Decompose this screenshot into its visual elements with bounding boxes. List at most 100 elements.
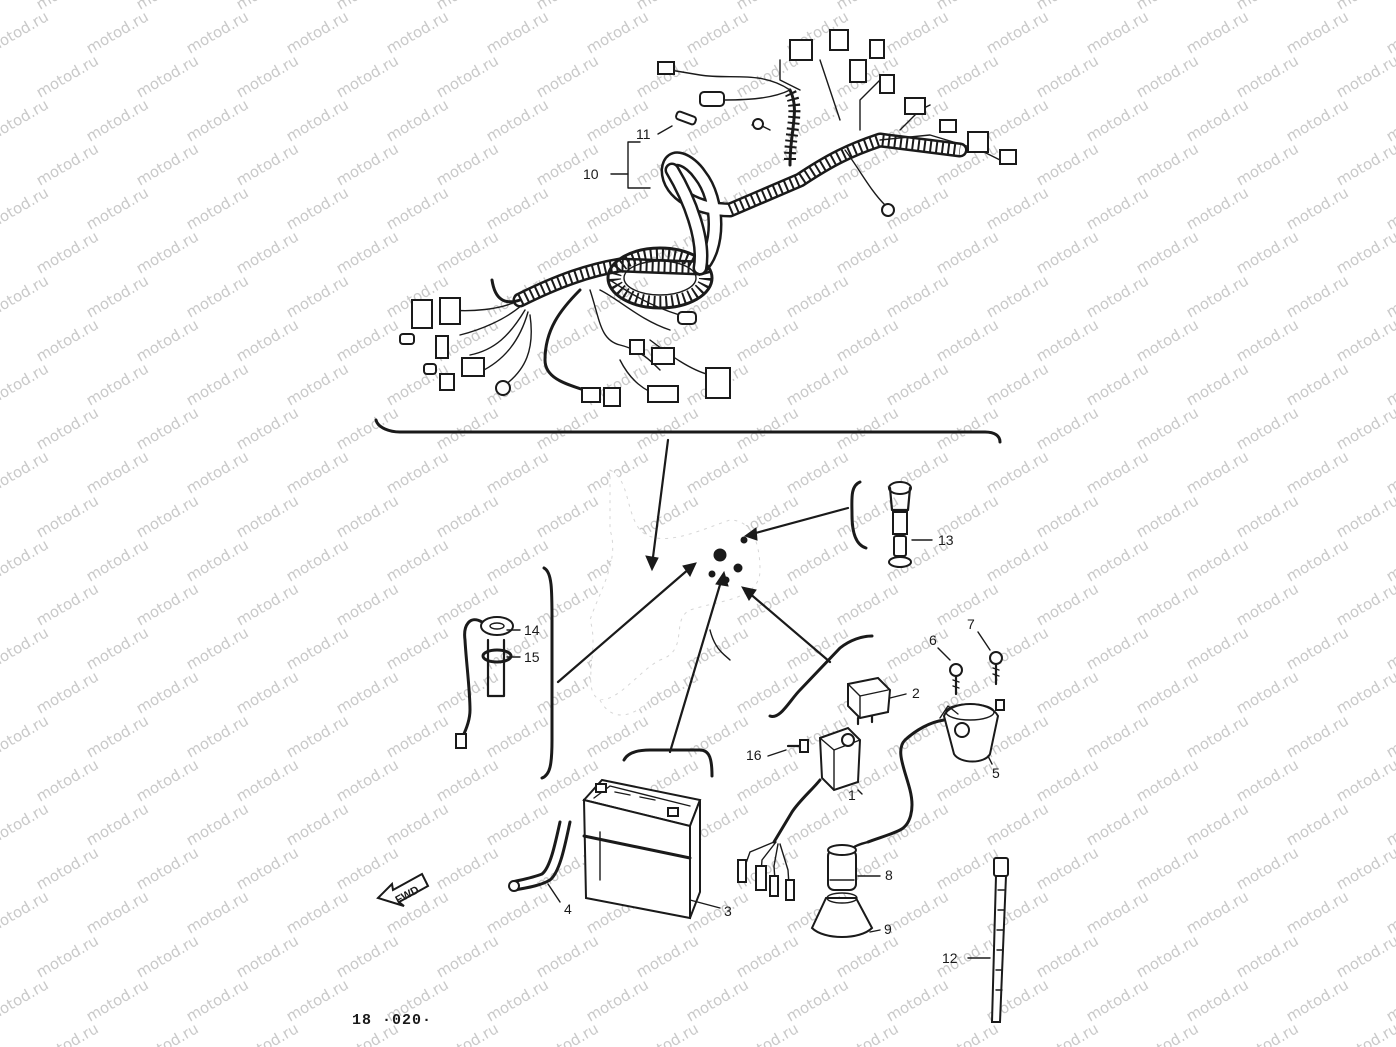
watermark-text: motod.ru <box>0 403 2 453</box>
watermark-text: motod.ru <box>733 755 802 805</box>
watermark-text: motod.ru <box>883 359 952 409</box>
watermark-text: motod.ru <box>1133 315 1202 365</box>
watermark-text: motod.ru <box>1033 227 1102 277</box>
watermark-text: motod.ru <box>583 711 652 761</box>
watermark-text: motod.ru <box>33 491 102 541</box>
watermark-text: motod.ru <box>433 227 502 277</box>
watermark-text: motod.ru <box>83 95 152 145</box>
level-sensor[interactable] <box>455 616 514 749</box>
watermark-text: motod.ru <box>33 315 102 365</box>
fuse[interactable] <box>675 110 697 126</box>
watermark-text: motod.ru <box>433 1019 502 1047</box>
watermark-text: motod.ru <box>1083 95 1152 145</box>
watermark-text: motod.ru <box>233 403 302 453</box>
bolt-7[interactable] <box>989 651 1003 686</box>
watermark-text: motod.ru <box>183 535 252 585</box>
watermark-text: motod.ru <box>33 139 102 189</box>
watermark-text: motod.ru <box>1333 667 1396 717</box>
breather-hose[interactable] <box>508 820 572 892</box>
watermark-text: motod.ru <box>233 227 302 277</box>
watermark-text: motod.ru <box>283 359 352 409</box>
watermark-text: motod.ru <box>233 843 302 893</box>
callout-12: 12 <box>942 950 958 966</box>
watermark-text: motod.ru <box>733 227 802 277</box>
watermark-text: motod.ru <box>833 931 902 981</box>
watermark-text: motod.ru <box>383 623 452 673</box>
watermark-text: motod.ru <box>83 359 152 409</box>
watermark-text: motod.ru <box>333 755 402 805</box>
watermark-text: motod.ru <box>133 755 202 805</box>
watermark-text: motod.ru <box>233 931 302 981</box>
watermark-text: motod.ru <box>883 887 952 937</box>
watermark-text: motod.ru <box>1333 491 1396 541</box>
watermark-text: motod.ru <box>383 799 452 849</box>
watermark-text: motod.ru <box>1133 403 1202 453</box>
watermark-text: motod.ru <box>1383 887 1396 937</box>
watermark-text: motod.ru <box>983 271 1052 321</box>
watermark-text: motod.ru <box>433 139 502 189</box>
sender-unit[interactable] <box>888 481 912 568</box>
watermark-text: motod.ru <box>1283 887 1352 937</box>
watermark-text: motod.ru <box>433 755 502 805</box>
watermark-text: motod.ru <box>0 51 2 101</box>
watermark-text: motod.ru <box>283 535 352 585</box>
watermark-text: motod.ru <box>983 359 1052 409</box>
watermark-text: motod.ru <box>483 975 552 1025</box>
watermark-text: motod.ru <box>133 139 202 189</box>
watermark-text: motod.ru <box>983 183 1052 233</box>
watermark-text: motod.ru <box>283 623 352 673</box>
watermark-text: motod.ru <box>1133 227 1202 277</box>
watermark-text: motod.ru <box>433 931 502 981</box>
watermark-text: motod.ru <box>633 1019 702 1047</box>
watermark-text: motod.ru <box>83 271 152 321</box>
screw-16[interactable] <box>786 739 809 753</box>
watermark-text: motod.ru <box>0 7 52 57</box>
bracket-14-15 <box>540 566 554 780</box>
watermark-text: motod.ru <box>1183 711 1252 761</box>
bracket-13 <box>850 480 868 550</box>
bolt-6[interactable] <box>949 663 963 696</box>
watermark-text: motod.ru <box>33 931 102 981</box>
watermark-text: motod.ru <box>0 0 2 13</box>
wire-harness[interactable] <box>399 29 1017 407</box>
watermark-text: motod.ru <box>733 315 802 365</box>
watermark-text: motod.ru <box>1033 667 1102 717</box>
watermark-text: motod.ru <box>33 227 102 277</box>
watermark-text: motod.ru <box>183 799 252 849</box>
watermark-text: motod.ru <box>783 975 852 1025</box>
watermark-text: motod.ru <box>1133 51 1202 101</box>
watermark-text: motod.ru <box>183 359 252 409</box>
watermark-text: motod.ru <box>183 7 252 57</box>
watermark-text: motod.ru <box>833 579 902 629</box>
leader-lines <box>556 438 850 754</box>
watermark-text: motod.ru <box>1233 315 1302 365</box>
watermark-text: motod.ru <box>1233 139 1302 189</box>
spark-plug-cap[interactable] <box>827 840 870 891</box>
watermark-text: motod.ru <box>1133 1019 1202 1047</box>
watermark-text: motod.ru <box>1133 491 1202 541</box>
watermark-text: motod.ru <box>133 491 202 541</box>
watermark-text: motod.ru <box>183 271 252 321</box>
watermark-text: motod.ru <box>1033 51 1102 101</box>
battery[interactable] <box>582 778 702 920</box>
watermark-text: motod.ru <box>533 51 602 101</box>
cdi-unit[interactable] <box>737 726 862 901</box>
watermark-text: motod.ru <box>1033 1019 1102 1047</box>
watermark-text: motod.ru <box>483 359 552 409</box>
plug-cover[interactable] <box>810 892 874 938</box>
relay[interactable] <box>847 676 892 726</box>
watermark-text: motod.ru <box>283 887 352 937</box>
watermark-text: motod.ru <box>0 667 2 717</box>
watermark-text: motod.ru <box>33 1019 102 1047</box>
watermark-text: motod.ru <box>133 1019 202 1047</box>
watermark-text: motod.ru <box>783 271 852 321</box>
watermark-text: motod.ru <box>133 579 202 629</box>
watermark-text: motod.ru <box>783 359 852 409</box>
watermark-text: motod.ru <box>1233 579 1302 629</box>
ignition-coil[interactable] <box>866 699 1005 844</box>
watermark-text: motod.ru <box>483 183 552 233</box>
cable-tie[interactable] <box>990 857 1009 1023</box>
watermark-text: motod.ru <box>1333 843 1396 893</box>
bracket-battery <box>622 748 714 778</box>
